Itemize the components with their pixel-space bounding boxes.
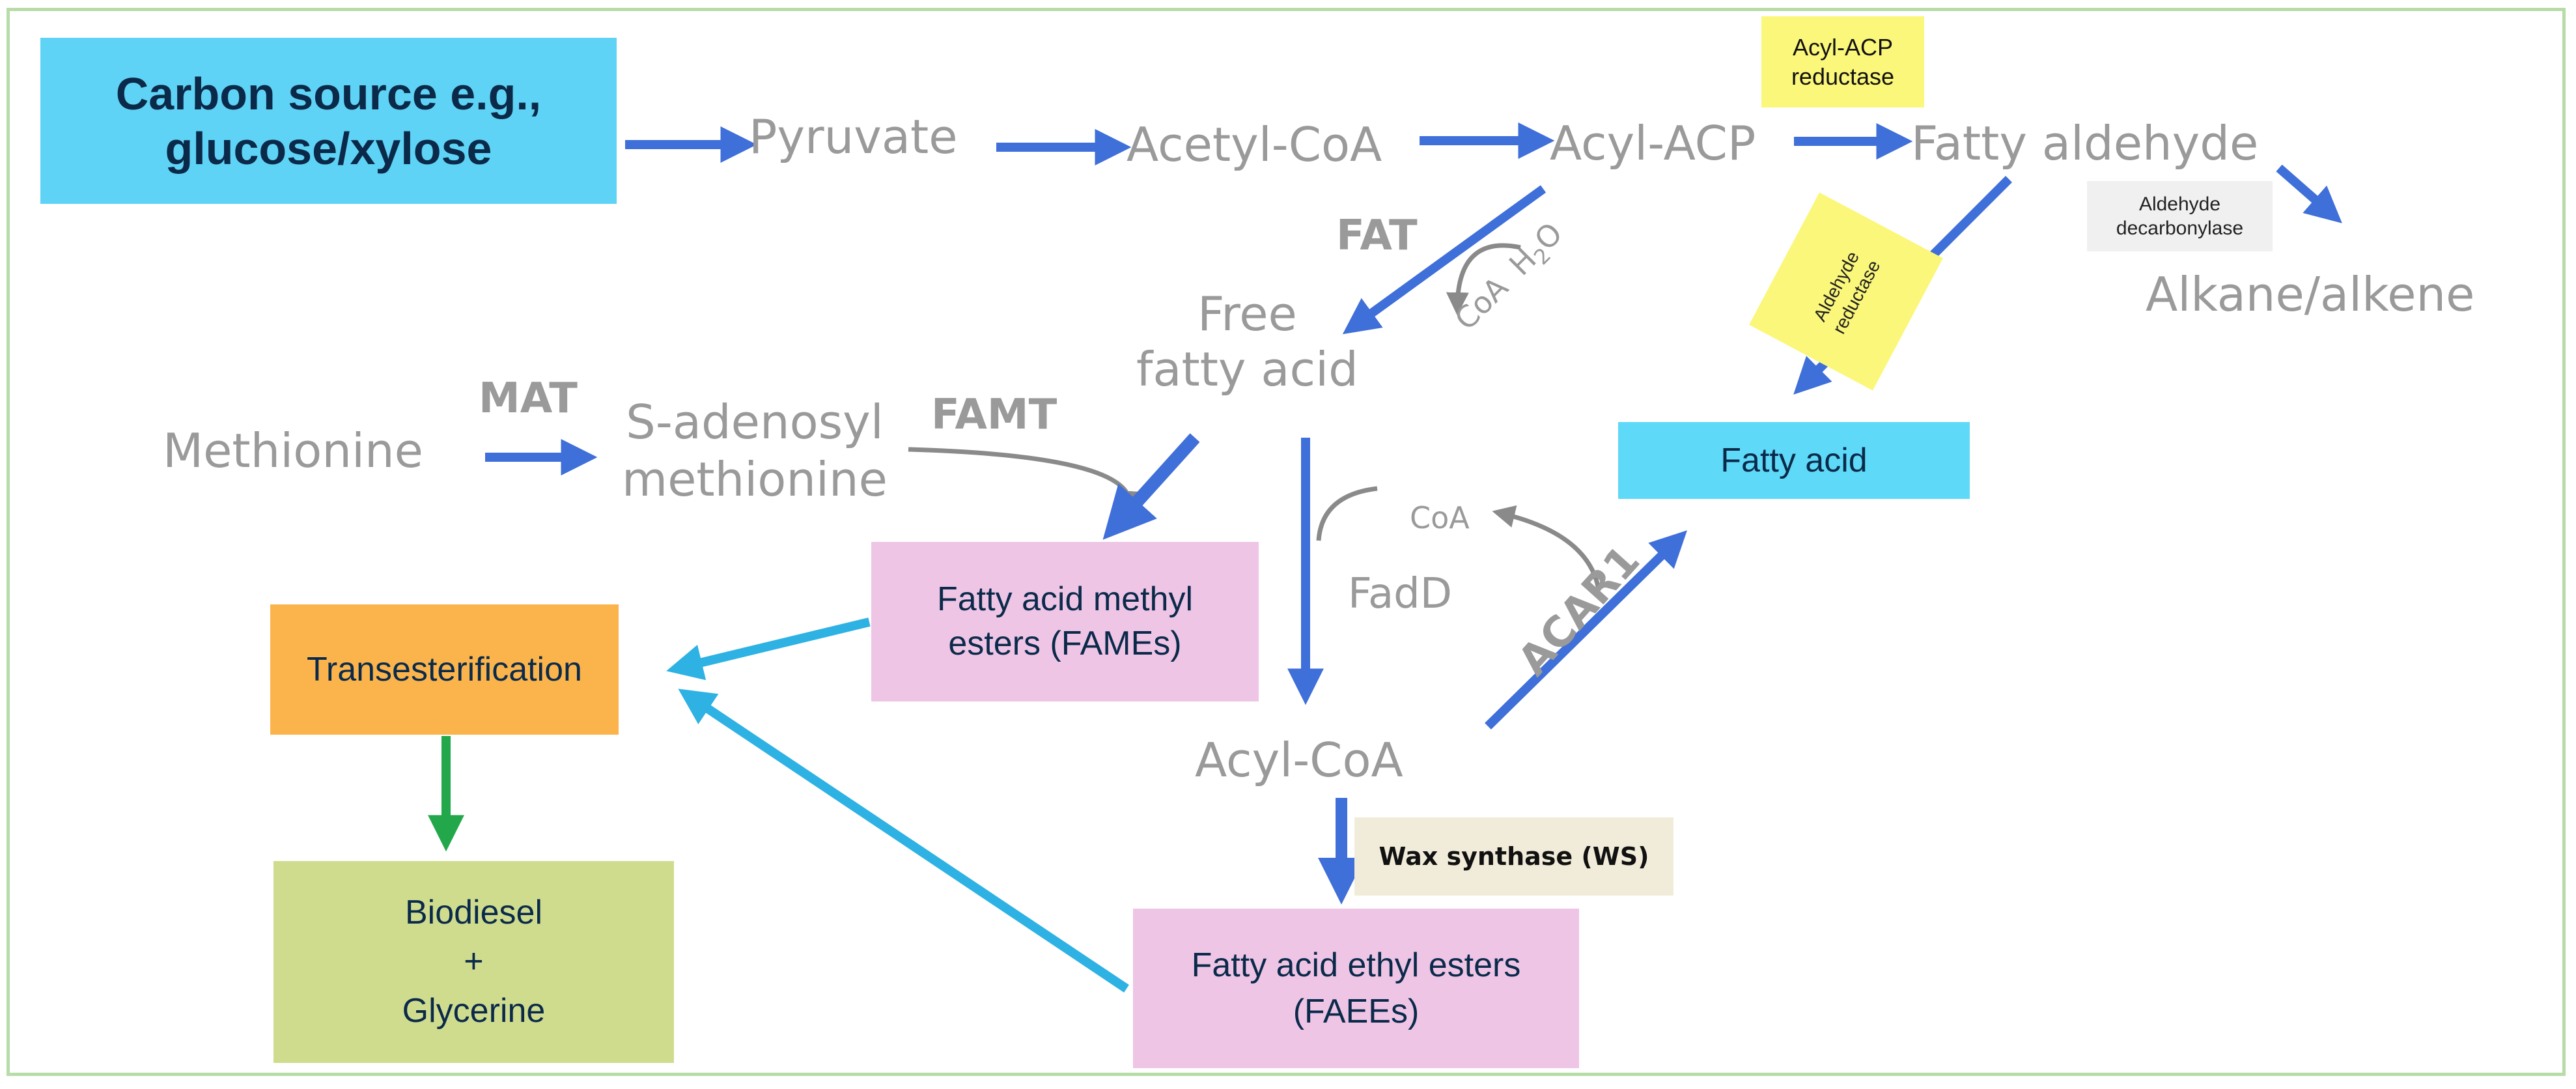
fatty-acid-box: Fatty acid [1618, 422, 1970, 499]
diagram-frame [7, 8, 2566, 1076]
alkane-alkene-label: Alkane/alkene [2146, 267, 2475, 322]
methionine-label: Methionine [163, 423, 423, 478]
s-adenosyl-methionine-label: S-adenosyl methionine [622, 395, 888, 507]
coa-fadd-cofactor-label: CoA [1410, 500, 1470, 535]
famt-enzyme-label: FAMT [931, 391, 1057, 439]
arrow-faees-to-transesterification [678, 688, 1129, 993]
arrow-aldehyde-to-alkane [2276, 164, 2342, 223]
arrow-freefattyacid-to-fames [1102, 433, 1200, 540]
acyl-acp-label: Acyl-ACP [1550, 116, 1756, 171]
acyl-acp-reductase-note: Acyl-ACP reductase [1761, 16, 1924, 107]
arrow-fat-coa-release [1446, 243, 1521, 315]
arrow-fames-to-transesterification [666, 617, 871, 681]
arrow-fadd-coa-consume [1316, 486, 1378, 541]
acetyl-coa-label: Acetyl-CoA [1127, 117, 1382, 172]
arrow-acar1-coa-release [1492, 505, 1601, 590]
fames-box: Fatty acid methyl esters (FAMEs) [871, 542, 1259, 701]
aldehyde-decarbonylase-note: Aldehyde decarbonylase [2087, 181, 2273, 251]
fadd-enzyme-label: FadD [1348, 570, 1453, 618]
mat-enzyme-label: MAT [479, 375, 578, 423]
arrow-sam-to-famt [908, 447, 1142, 514]
transesterification-box: Transesterification [270, 604, 619, 735]
free-fatty-acid-label: Free fatty acid [1136, 287, 1358, 397]
biodiesel-box: Biodiesel + Glycerine [273, 861, 674, 1063]
arrow-acylacp-to-freefattyacid [1342, 185, 1547, 335]
fatty-aldehyde-label: Fatty aldehyde [1911, 116, 2259, 171]
acyl-coa-label: Acyl-CoA [1195, 733, 1403, 787]
fat-enzyme-label: FAT [1336, 212, 1418, 260]
wax-synthase-label: Wax synthase (WS) [1354, 817, 1673, 896]
faees-box: Fatty acid ethyl esters (FAEEs) [1133, 909, 1579, 1068]
carbon-source-box: Carbon source e.g., glucose/xylose [40, 38, 617, 204]
arrow-acylcoa-to-fattyacid [1485, 530, 1687, 729]
pyruvate-label: Pyruvate [749, 109, 958, 164]
